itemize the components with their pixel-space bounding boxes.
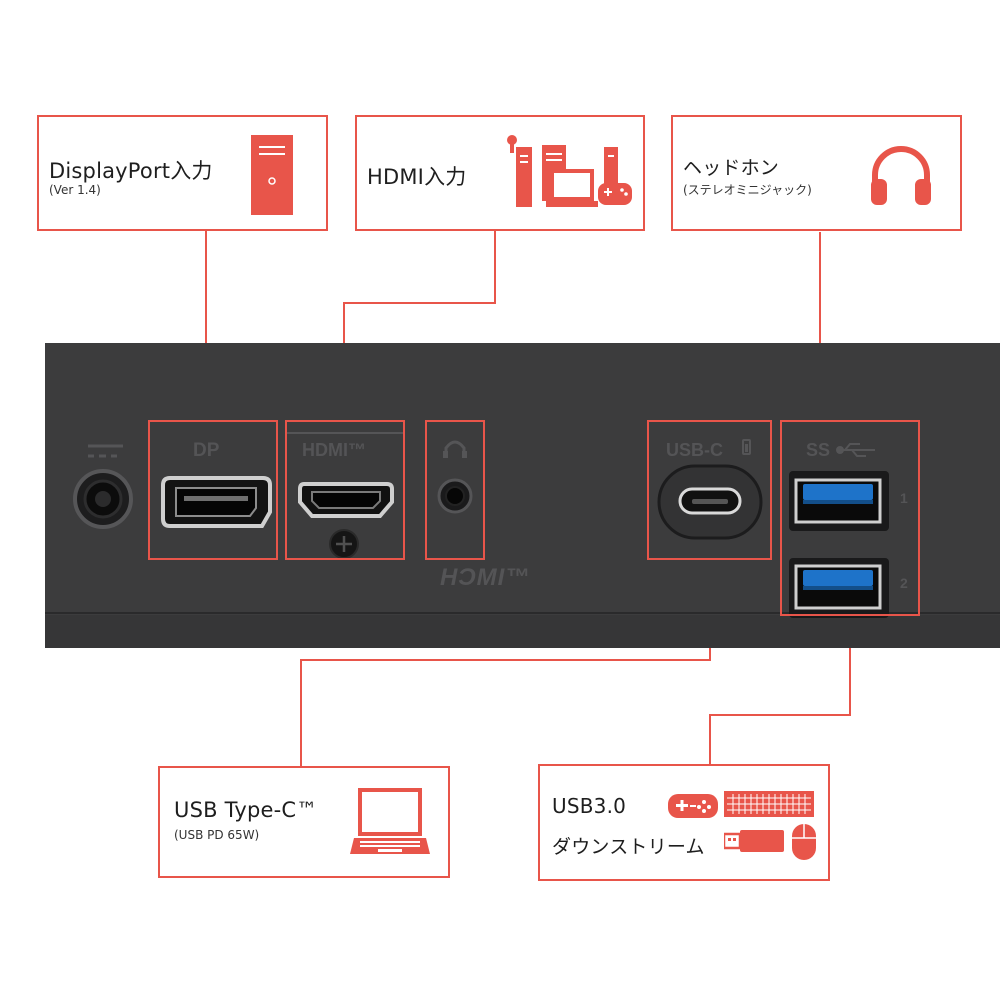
label-hdmi: HDMI™ [302,440,366,460]
headphones-icon [871,146,931,205]
callout-title: HDMI入力 [367,165,467,189]
keyboard-icon [724,791,814,817]
callout-subtitle: (ステレオミニジャック) [683,183,812,197]
callout-subtitle: (USB PD 65W) [174,828,260,842]
mouse-icon [792,824,816,860]
gamepad-icon [668,794,718,818]
callout-title: ヘッドホン [683,157,780,179]
desktop-tower-icon [251,135,293,215]
label-port-1: 1 [900,490,908,506]
label-dp: DP [193,440,220,461]
highlight-usb3 [780,420,920,616]
callout-displayport: DisplayPort入力 (Ver 1.4) [37,115,328,231]
callout-usb3: USB3.0 ダウンストリーム [538,764,830,881]
hdmi-label-bar [287,432,405,434]
highlight-usbc [647,420,772,560]
callout-subtitle: (Ver 1.4) [49,183,101,197]
label-usbc: USB-C [666,440,723,460]
panel-lower-edge [45,615,1000,648]
laptop-icon [350,788,430,854]
devices-icon [507,135,632,207]
panel-seam [45,612,1000,614]
label-ss: SS [806,440,831,460]
hdmi-logo-silk: HƆMI™ [440,564,531,591]
callout-title: DisplayPort入力 [49,159,213,183]
highlight-hdmi [285,420,405,560]
usb-stick-icon [724,830,784,852]
label-port-2: 2 [900,575,908,591]
callout-title: USB3.0 [552,794,627,818]
callout-usbc: USB Type-C™ (USB PD 65W) [158,766,450,878]
callout-title: USB Type-C™ [174,798,318,822]
highlight-headphone [425,420,485,560]
callout-headphone: ヘッドホン (ステレオミニジャック) [671,115,962,231]
highlight-dp [148,420,278,560]
callout-title-2: ダウンストリーム [552,836,705,858]
callout-hdmi: HDMI入力 [355,115,645,231]
line-usb3 [709,616,851,766]
